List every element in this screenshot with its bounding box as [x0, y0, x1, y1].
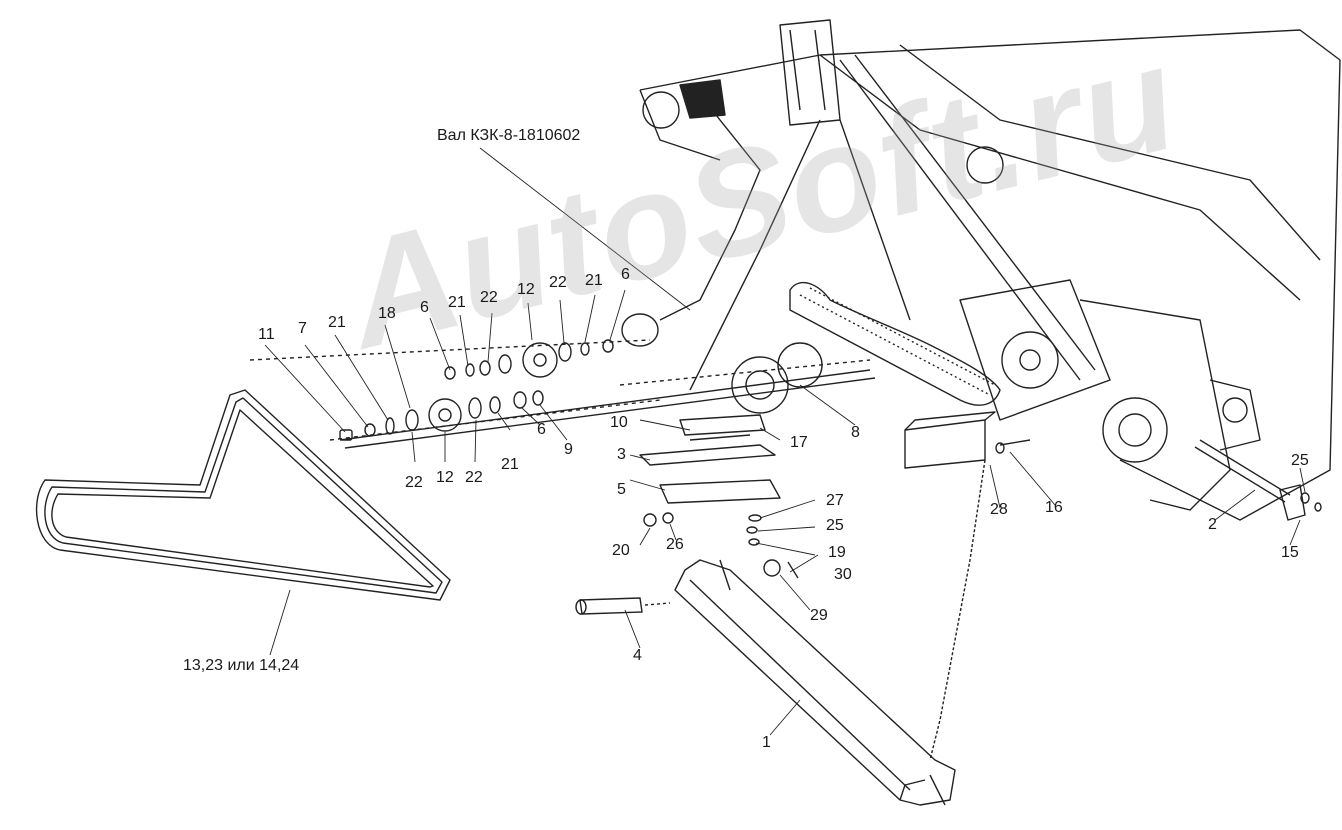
chain	[929, 459, 986, 761]
label-25a: 25	[1291, 452, 1309, 469]
main-frame	[639, 19, 1341, 521]
drive-belt	[35, 389, 451, 601]
belt-callout: 13,23 или 14,24	[183, 657, 300, 674]
label-6c: 6	[537, 421, 546, 438]
label-22b: 22	[549, 274, 567, 291]
label-21a: 21	[328, 314, 346, 331]
label-6a: 6	[420, 299, 429, 316]
label-17: 17	[790, 434, 808, 451]
label-4: 4	[633, 647, 642, 664]
label-22a: 22	[480, 289, 498, 306]
label-1: 1	[762, 734, 771, 751]
exploded-parts	[249, 313, 661, 441]
label-21b: 21	[448, 294, 466, 311]
label-10: 10	[610, 414, 628, 431]
label-18: 18	[378, 305, 396, 322]
label-20: 20	[612, 542, 630, 559]
pin-4	[575, 597, 671, 615]
small-fasteners	[643, 439, 1322, 579]
label-22c: 22	[405, 474, 423, 491]
spring-8	[789, 281, 1001, 406]
label-25b: 25	[826, 517, 844, 534]
shaft-callout: Вал КЗК-8-1810602	[437, 127, 581, 144]
leader-lines	[264, 147, 1306, 736]
label-7: 7	[298, 320, 307, 337]
frame-sprockets	[731, 342, 1168, 463]
label-2: 2	[1208, 516, 1217, 533]
label-5: 5	[617, 481, 626, 498]
label-26: 26	[666, 536, 684, 553]
label-21d: 21	[501, 456, 519, 473]
label-16: 16	[1045, 499, 1063, 516]
label-11: 11	[258, 326, 275, 343]
label-9: 9	[564, 441, 573, 458]
label-30: 30	[834, 566, 852, 583]
label-12b: 12	[436, 469, 454, 486]
label-6b: 6	[621, 266, 630, 283]
label-15: 15	[1281, 544, 1299, 561]
rod-2	[1194, 439, 1306, 521]
label-21c: 21	[585, 272, 603, 289]
label-28: 28	[990, 501, 1008, 518]
bracket-parts	[639, 411, 996, 504]
label-3: 3	[617, 446, 626, 463]
label-19: 19	[828, 544, 846, 561]
label-22d: 22	[465, 469, 483, 486]
label-8: 8	[851, 424, 860, 441]
label-29: 29	[810, 607, 828, 624]
arm-1	[674, 559, 956, 806]
label-12a: 12	[517, 281, 535, 298]
label-27: 27	[826, 492, 844, 509]
